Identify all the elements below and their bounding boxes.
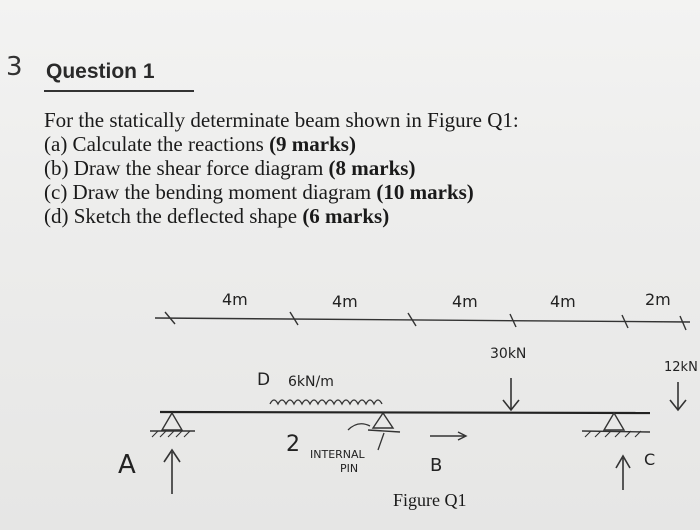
label-b: B [430, 455, 443, 476]
span-5-label: 2m [645, 290, 671, 309]
label-two: 2 [286, 432, 300, 457]
part-a: (a) Calculate the reactions (9 marks) [44, 132, 356, 156]
question-heading: Question 1 [46, 60, 155, 83]
span-3-label: 4m [452, 292, 478, 311]
figure-caption: Figure Q1 [393, 490, 467, 510]
dim-tick-4 [509, 313, 517, 328]
point-load-1-label: 30kN [490, 346, 527, 362]
label-a: A [118, 450, 136, 480]
udl-label: 6kN/m [288, 374, 334, 390]
point-load-2-label: 12kN [664, 360, 698, 375]
pin-label-line1: INTERNAL [310, 448, 365, 461]
dim-tick-5 [621, 314, 629, 329]
dim-tick-2 [289, 311, 299, 326]
udl-squiggle [269, 399, 383, 406]
pin-pointer [377, 432, 385, 451]
part-b: (b) Draw the shear force diagram (8 mark… [44, 156, 416, 180]
pin-label-line2: PIN [340, 462, 359, 475]
dimension-line [154, 317, 691, 323]
label-c: C [644, 450, 656, 469]
dim-tick-1 [164, 311, 176, 325]
support-c [602, 411, 626, 431]
heading-underline [44, 90, 194, 92]
span-2-label: 4m [332, 292, 358, 311]
intro-line: For the statically determinate beam show… [44, 108, 519, 132]
support-c-ground [581, 430, 651, 433]
support-c-hatch [584, 430, 642, 438]
margin-note: 3 [6, 52, 23, 82]
span-1-label: 4m [222, 290, 248, 309]
beam [159, 410, 651, 415]
dim-tick-6 [679, 315, 687, 331]
question-text: For the statically determinate beam show… [44, 108, 519, 228]
label-d: D [257, 370, 271, 390]
support-b [371, 411, 395, 429]
dim-tick-3 [407, 312, 417, 327]
support-b-ground [367, 429, 401, 433]
part-d: (d) Sketch the deflected shape (6 marks) [44, 204, 390, 228]
part-c: (c) Draw the bending moment diagram (10 … [44, 180, 474, 204]
support-a [160, 411, 184, 431]
span-4-label: 4m [550, 292, 576, 311]
pin-mark [347, 423, 371, 431]
support-a-hatch [151, 430, 191, 438]
